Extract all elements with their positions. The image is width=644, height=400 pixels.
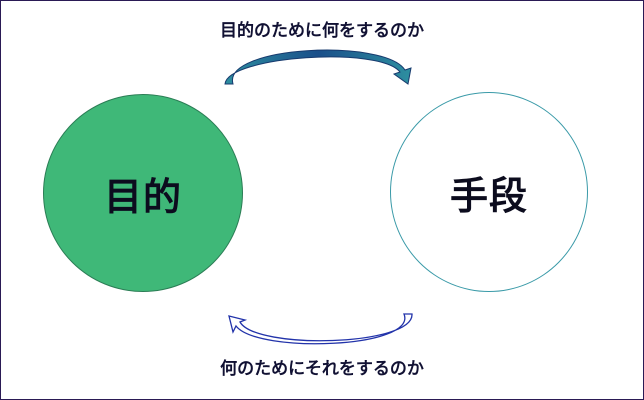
purpose-label: 目的: [103, 174, 182, 219]
means-label: 手段: [449, 173, 528, 218]
bottom-caption: 何のためにそれをするのか: [220, 359, 424, 379]
purpose-circle: 目的: [43, 94, 243, 292]
top-arrow: [224, 49, 412, 85]
bottom-arrow: [228, 313, 413, 345]
top-caption: 目的のために何をするのか: [220, 21, 424, 41]
means-circle: 手段: [390, 92, 588, 292]
